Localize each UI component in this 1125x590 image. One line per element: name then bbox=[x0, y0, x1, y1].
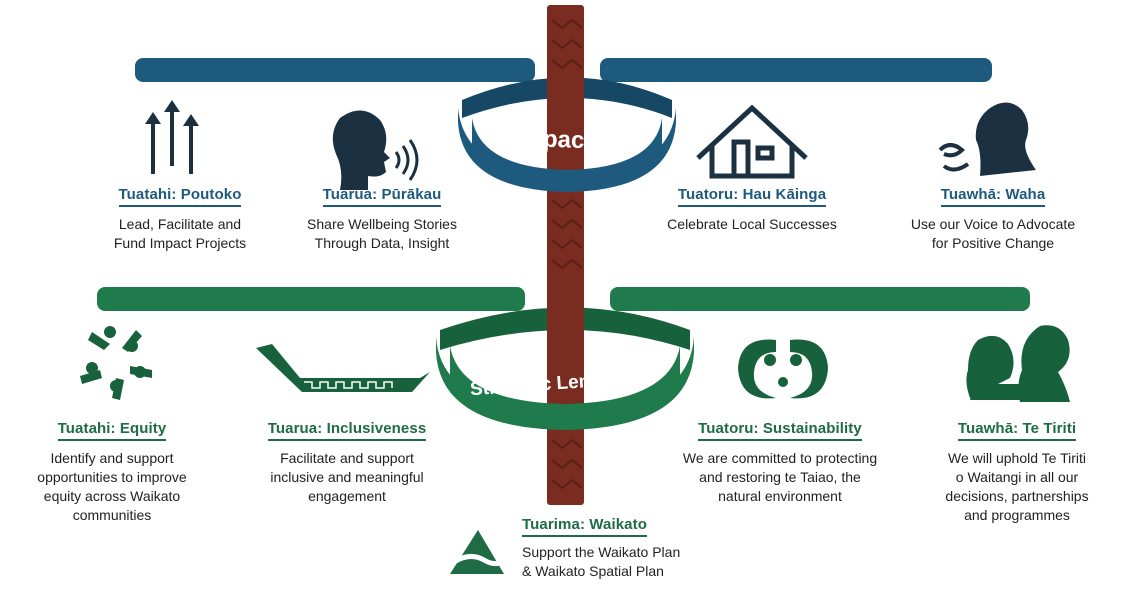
meeting-house-icon bbox=[696, 104, 808, 179]
impact-item-hau-kainga: Tuatoru: Hau Kāinga Celebrate Local Succ… bbox=[632, 186, 872, 234]
item-desc: Celebrate Local Successes bbox=[667, 216, 837, 232]
impact-band-label: Impact bbox=[514, 124, 593, 155]
item-title: Tuawhā: Te Tiriti bbox=[957, 420, 1077, 441]
lenses-band bbox=[97, 287, 1030, 311]
impact-band bbox=[135, 58, 992, 82]
hands-circle-icon bbox=[80, 326, 152, 400]
lens-item-sustainability: Tuatoru: Sustainability We are committed… bbox=[648, 420, 912, 506]
carved-pole bbox=[547, 5, 584, 505]
lens-item-inclusiveness: Tuarua: Inclusiveness Facilitate and sup… bbox=[232, 420, 462, 506]
item-title: Tuarima: Waikato bbox=[522, 516, 647, 537]
hongi-icon bbox=[966, 325, 1070, 402]
item-title: Tuatoru: Sustainability bbox=[698, 420, 862, 441]
koru-pattern-icon bbox=[738, 339, 828, 399]
item-desc: Support the Waikato Plan& Waikato Spatia… bbox=[522, 544, 681, 579]
voice-person-icon bbox=[938, 102, 1036, 176]
item-title: Tuarua: Pūrākau bbox=[322, 186, 442, 207]
item-title: Tuatahi: Poutoko bbox=[118, 186, 242, 207]
waikato-logo-icon bbox=[450, 530, 504, 574]
arrows-up-icon bbox=[145, 100, 199, 174]
speaking-head-icon bbox=[332, 110, 419, 190]
item-title: Tuatoru: Hau Kāinga bbox=[677, 186, 827, 207]
waikato-item: Tuarima: Waikato Support the Waikato Pla… bbox=[522, 516, 762, 581]
item-title: Tuawhā: Waha bbox=[940, 186, 1046, 207]
item-title: Tuatahi: Equity bbox=[57, 420, 167, 441]
lens-item-te-tiriti: Tuawhā: Te Tiriti We will uphold Te Tiri… bbox=[912, 420, 1122, 525]
item-title: Tuarua: Inclusiveness bbox=[267, 420, 427, 441]
waka-canoe-icon bbox=[256, 344, 430, 392]
